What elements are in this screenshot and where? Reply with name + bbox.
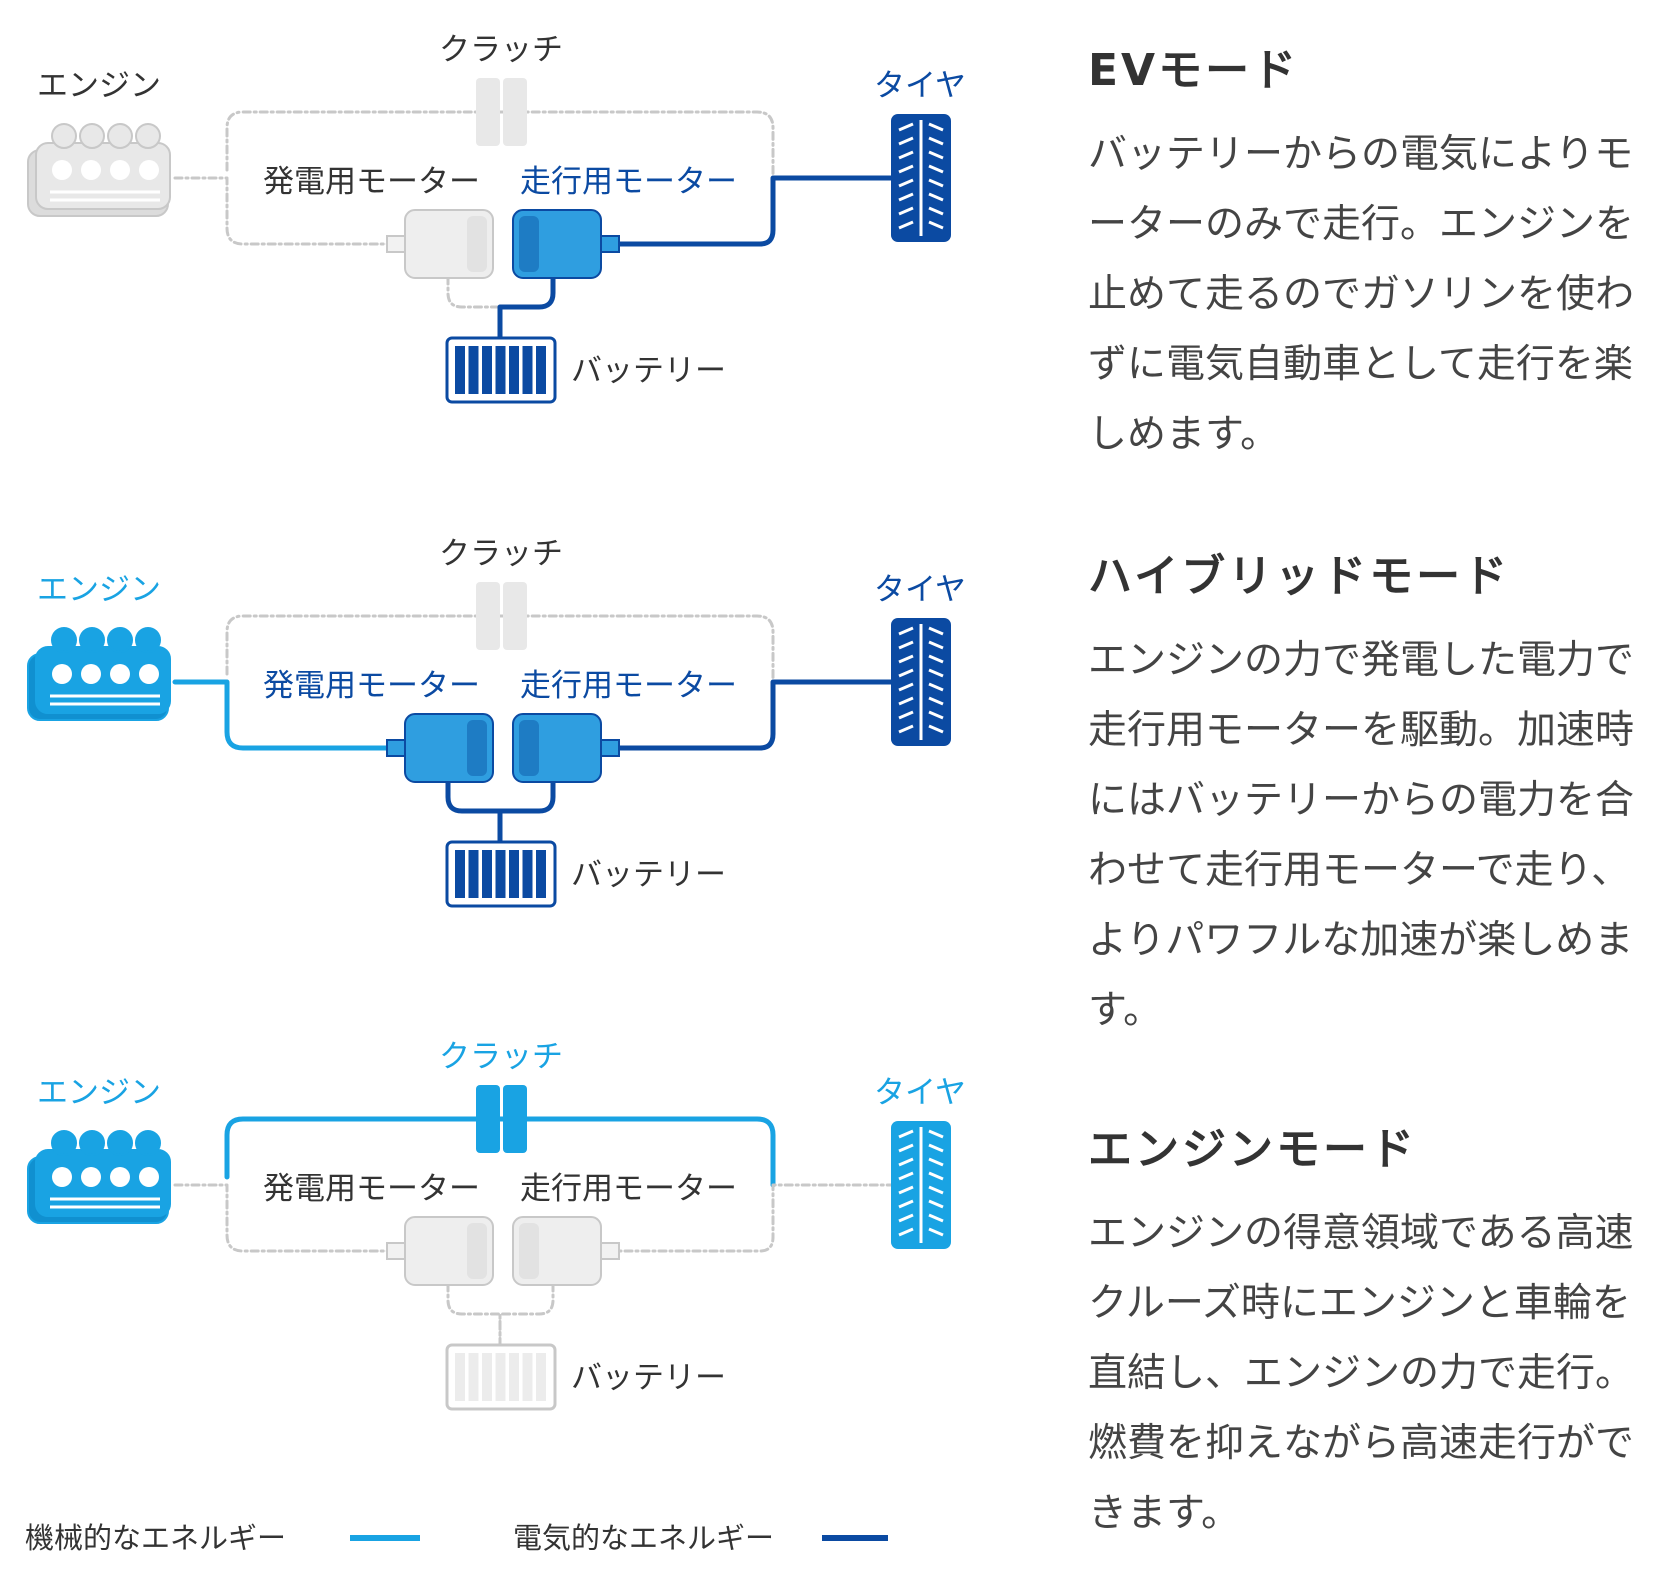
battery-icon bbox=[445, 1343, 557, 1411]
battery-icon bbox=[445, 840, 557, 908]
tire-icon bbox=[891, 618, 951, 746]
engine-to-generator-path bbox=[173, 1183, 407, 1253]
drive-motor-to-battery-path bbox=[497, 274, 556, 341]
generator-motor-label: 発電用モーター bbox=[263, 164, 480, 200]
tire-label: タイヤ bbox=[874, 68, 966, 104]
generator-motor-label: 発電用モーター bbox=[263, 668, 480, 704]
battery-label: バッテリー bbox=[571, 353, 726, 389]
engine-to-generator-path bbox=[172, 679, 408, 751]
battery-label: バッテリー bbox=[571, 1360, 726, 1396]
drive-motor-label: 走行用モーター bbox=[520, 1171, 737, 1207]
mode-title: ハイブリッドモード bbox=[1088, 551, 1511, 602]
drive-motor-to-battery-path bbox=[497, 778, 556, 845]
drive-motor-label: 走行用モーター bbox=[520, 668, 737, 704]
generator-motor-label: 発電用モーター bbox=[263, 1171, 480, 1207]
engine-to-generator-path bbox=[173, 176, 407, 246]
engine-icon bbox=[27, 1130, 171, 1224]
engine-label: エンジン bbox=[37, 68, 161, 104]
mode-engine-section: エンジンモード エンジンの得意領域である高速クルーズ時にエンジンと車輪を直結し、… bbox=[1088, 1113, 1648, 1549]
drive-motor-label: 走行用モーター bbox=[520, 164, 737, 200]
drive-motor-icon bbox=[512, 209, 620, 279]
mode-hybrid-section: ハイブリッドモード エンジンの力で発電した電力で走行用モーターを駆動。加速時には… bbox=[1088, 540, 1648, 1046]
mode-title: EVモード bbox=[1088, 45, 1300, 96]
mode-description: エンジンの力で発電した電力で走行用モーターを駆動。加速時にはバッテリーからの電力… bbox=[1088, 638, 1635, 1033]
tire-icon bbox=[891, 1121, 951, 1249]
mode-description: エンジンの得意領域である高速クルーズ時にエンジンと車輪を直結し、エンジンの力で走… bbox=[1088, 1211, 1635, 1536]
generator-to-battery-path bbox=[446, 275, 502, 340]
legend-electrical-label: 電気的なエネルギー bbox=[513, 1521, 774, 1555]
tire-label: タイヤ bbox=[874, 572, 966, 608]
legend: 機械的なエネルギー 電気的なエネルギー bbox=[25, 1521, 888, 1555]
drive-motor-icon bbox=[512, 713, 620, 783]
generator-to-battery-path bbox=[445, 778, 503, 845]
mode-ev-section: EVモード バッテリーからの電気によりモーターのみで走行。エンジンを止めて走るの… bbox=[1088, 34, 1648, 470]
engine-label: エンジン bbox=[37, 572, 161, 608]
generator-motor-icon bbox=[386, 209, 494, 279]
generator-motor-icon bbox=[386, 713, 494, 783]
clutch-icon bbox=[476, 78, 527, 146]
drive-motor-to-tire-path bbox=[605, 175, 900, 247]
battery-icon bbox=[445, 336, 557, 404]
generator-motor-icon bbox=[386, 1216, 494, 1286]
drive-motor-icon bbox=[512, 1216, 620, 1286]
engine-icon bbox=[27, 123, 171, 217]
clutch-label: クラッチ bbox=[439, 536, 563, 572]
hybrid-mode-diagram: エンジンクラッチタイヤ発電用モーター走行用モーターバッテリーエンジンクラッチタイ… bbox=[25, 32, 966, 1555]
legend-mechanical-label: 機械的なエネルギー bbox=[25, 1521, 286, 1555]
drive-motor-to-tire-path bbox=[606, 1183, 899, 1253]
mode-title: エンジンモード bbox=[1088, 1124, 1417, 1175]
drive-motor-to-tire-path bbox=[605, 679, 900, 751]
tire-label: タイヤ bbox=[874, 1075, 966, 1111]
generator-to-battery-path bbox=[446, 1282, 502, 1347]
drive-motor-to-battery-path bbox=[498, 1282, 555, 1347]
engine-icon bbox=[27, 627, 171, 721]
clutch-icon bbox=[476, 582, 527, 650]
tire-icon bbox=[891, 114, 951, 242]
engine-label: エンジン bbox=[37, 1075, 161, 1111]
battery-label: バッテリー bbox=[571, 857, 726, 893]
clutch-label: クラッチ bbox=[439, 1039, 563, 1075]
clutch-label: クラッチ bbox=[439, 32, 563, 68]
mode-description: バッテリーからの電気によりモーターのみで走行。エンジンを止めて走るのでガソリンを… bbox=[1088, 132, 1635, 457]
clutch-icon bbox=[476, 1085, 527, 1153]
